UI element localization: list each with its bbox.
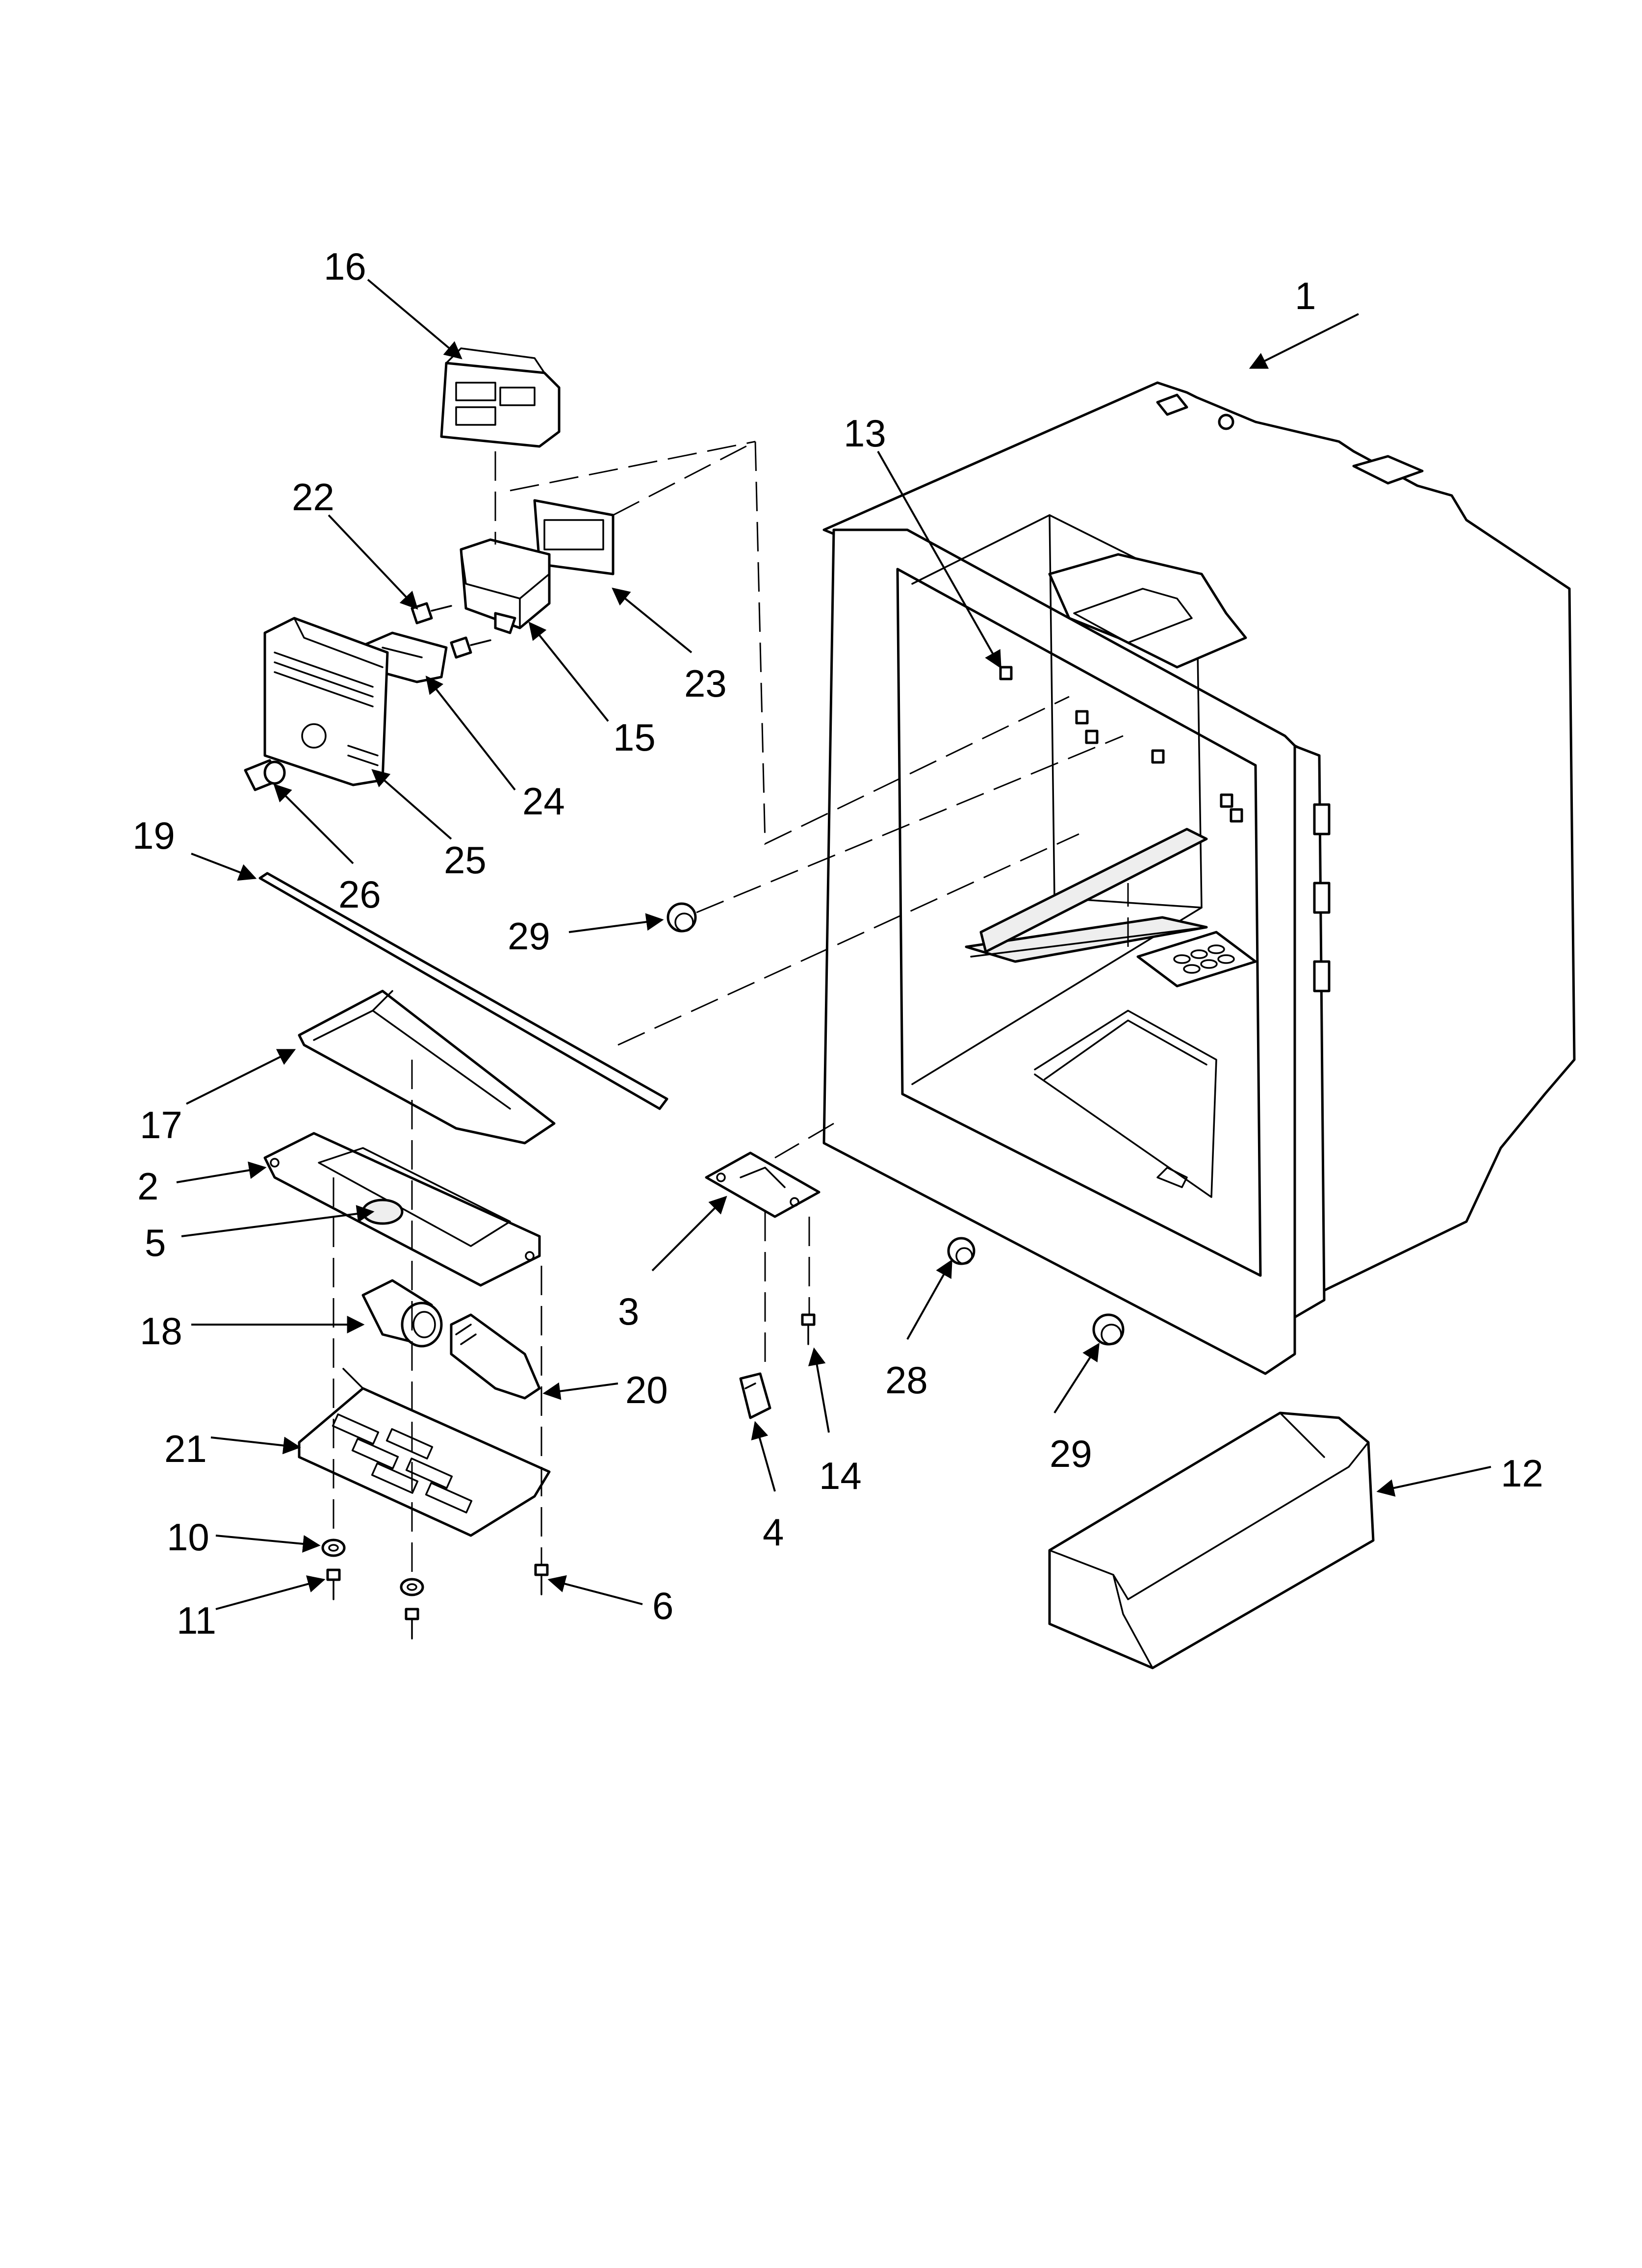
light-bulb [450, 1313, 541, 1400]
callout-17: 17 [140, 1103, 182, 1147]
callout-19: 19 [132, 814, 175, 857]
callout-29-lower: 29 [1050, 1432, 1092, 1475]
callout-24: 24 [522, 780, 565, 823]
callout-6: 6 [652, 1584, 673, 1627]
screw-6 [534, 1564, 549, 1595]
lamp-socket [361, 1279, 443, 1348]
callout-2: 2 [137, 1165, 158, 1208]
callout-25: 25 [444, 838, 487, 882]
callout-21: 21 [164, 1427, 207, 1470]
callout-4: 4 [763, 1511, 784, 1554]
callout-13: 13 [844, 412, 886, 455]
door-bin [1048, 1411, 1375, 1669]
callout-14: 14 [819, 1454, 862, 1497]
refrigerator-liner [822, 381, 1576, 1375]
callout-29-upper: 29 [508, 914, 550, 958]
washer-10 [321, 1538, 424, 1596]
callout-labels: 1 13 16 22 23 15 24 25 26 19 29 17 2 5 3… [132, 245, 1543, 1642]
callout-10: 10 [167, 1515, 209, 1559]
callout-20: 20 [625, 1368, 668, 1411]
knob [244, 759, 286, 791]
control-cover [440, 347, 561, 448]
control-plate [533, 499, 615, 575]
seal-strip [258, 872, 668, 1110]
callout-1: 1 [1295, 274, 1316, 317]
callout-15: 15 [613, 716, 656, 759]
control-housing [460, 538, 551, 634]
callout-16: 16 [324, 245, 366, 288]
callout-5: 5 [145, 1221, 166, 1264]
plug-28 [947, 1237, 975, 1265]
callout-26: 26 [338, 873, 381, 916]
callout-23: 23 [684, 662, 727, 705]
plug-29-lower [1092, 1313, 1125, 1346]
door-switch [739, 1372, 771, 1419]
hinge-plate [705, 1151, 821, 1218]
leader-lines [176, 279, 1491, 1610]
callout-12: 12 [1501, 1452, 1543, 1495]
lamp-bracket [298, 990, 556, 1145]
screw-14 [801, 1313, 816, 1345]
plug-29-upper [667, 902, 697, 933]
callout-18: 18 [140, 1309, 182, 1353]
callout-11: 11 [177, 1599, 216, 1642]
assembly-lines [333, 441, 1129, 1580]
lamp-tray [298, 1368, 551, 1537]
callout-28: 28 [885, 1358, 928, 1402]
screw-11 [326, 1568, 419, 1640]
callout-3: 3 [618, 1290, 639, 1333]
callout-22: 22 [292, 475, 334, 519]
